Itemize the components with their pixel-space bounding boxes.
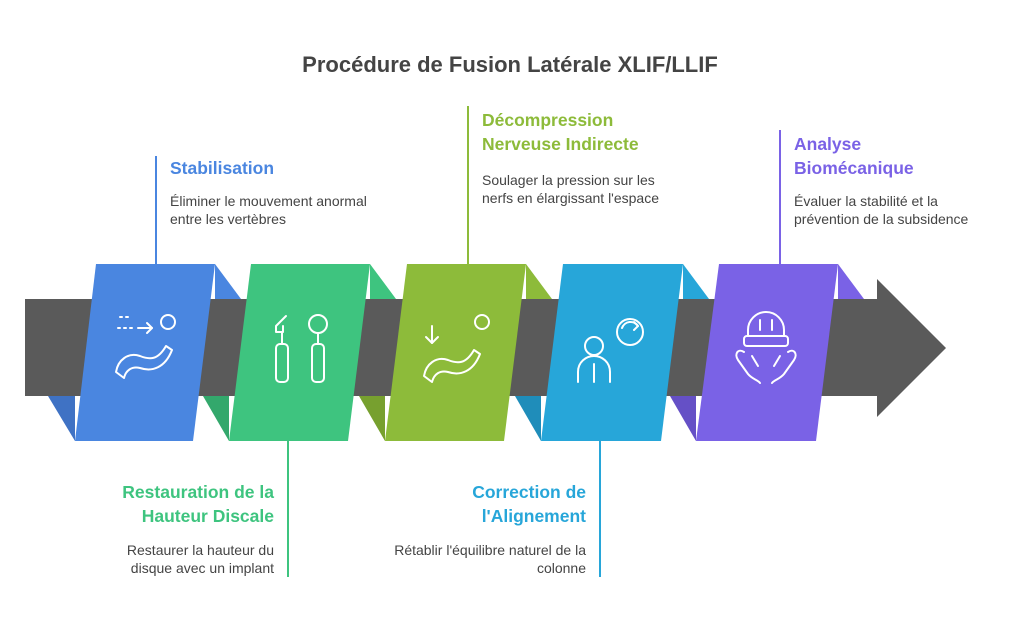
step-heading-analyse: Analyse Biomécanique	[794, 134, 914, 178]
step-panel-correction	[541, 264, 683, 441]
fold-tabs	[48, 264, 864, 441]
diagram-title: Procédure de Fusion Latérale XLIF/LLIF	[302, 52, 718, 77]
step-description-correction: Rétablir l'équilibre naturel de la colon…	[394, 542, 586, 576]
step-heading-correction: Correction de l'Alignement	[472, 482, 586, 526]
step-panel-stabilisation	[75, 264, 215, 441]
step-description-stabilisation: Éliminer le mouvement anormal entre les …	[170, 193, 367, 227]
step-description-restauration: Restaurer la hauteur du disque avec un i…	[126, 542, 274, 576]
step-panel-restauration	[229, 264, 370, 441]
dental-tools-icon	[275, 314, 328, 383]
step-description-analyse: Évaluer la stabilité et la prévention de…	[794, 193, 969, 227]
step-heading-restauration: Restauration de la Hauteur Discale	[122, 482, 274, 526]
step-panel-decompression	[385, 264, 526, 441]
step-heading-stabilisation: Stabilisation	[170, 158, 275, 178]
step-panel-analyse	[696, 264, 838, 441]
hard-hat-hands-icon	[735, 311, 797, 384]
arrows-motion-icon	[115, 314, 176, 379]
step-description-decompression: Soulager la pression sur les nerfs en él…	[482, 172, 659, 206]
person-rotate-icon	[577, 318, 644, 383]
step-heading-decompression: Décompression Nerveuse Indirecte	[482, 110, 639, 154]
down-arrow-ball-icon	[423, 314, 490, 383]
